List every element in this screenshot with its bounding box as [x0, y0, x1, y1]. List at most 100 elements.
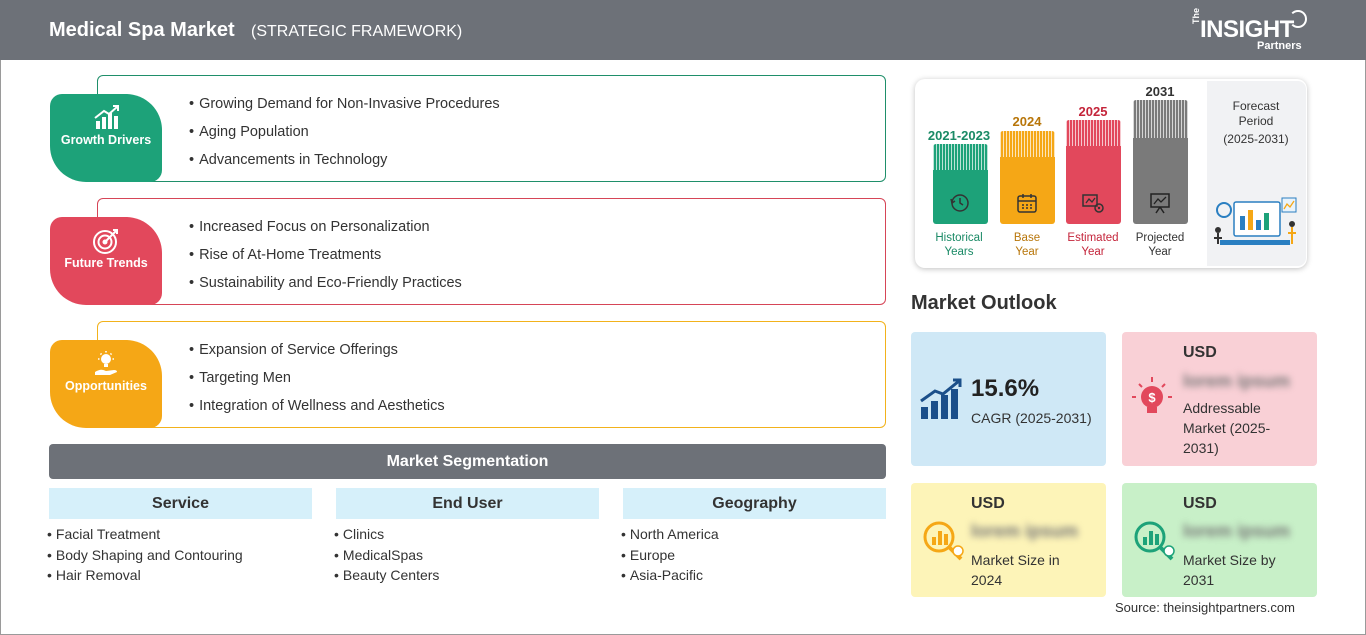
year-label-projected: 2031 — [1145, 84, 1175, 99]
list-item: Rise of At-Home Treatments — [189, 246, 462, 274]
list-item: Facial Treatment — [47, 524, 243, 545]
list-item: North America — [621, 524, 719, 545]
market-outlook-title: Market Outlook — [911, 292, 1057, 314]
svg-text:$: $ — [1148, 390, 1156, 405]
caption-historical: Historical Years — [919, 231, 999, 259]
caption-line: Year — [1015, 246, 1039, 258]
list-item: Targeting Men — [189, 369, 445, 397]
size-2031-currency: USD — [1183, 495, 1217, 512]
size-2031-value: lorem ipsum — [1183, 521, 1291, 541]
market-segmentation-bar: Market Segmentation — [49, 444, 886, 479]
list-item: Beauty Centers — [334, 565, 440, 586]
list-item: Clinics — [334, 524, 439, 545]
segment-list-service: Facial Treatment Body Shaping and Contou… — [47, 524, 243, 586]
caption-line: Projected — [1135, 232, 1185, 244]
target-icon — [93, 229, 118, 254]
page-subtitle: (STRATEGIC FRAMEWORK) — [251, 23, 463, 40]
segment-list-end-user: Clinics MedicalSpas Beauty Centers — [334, 524, 440, 586]
size-2024-value: lorem ipsum — [971, 521, 1079, 541]
analytics-illustration-icon — [1214, 197, 1297, 245]
growth-drivers-badge: Growth Drivers — [50, 94, 162, 182]
future-trends-card: Increased Focus on Personalization Rise … — [97, 198, 886, 305]
growth-drivers-label: Growth Drivers — [60, 133, 152, 147]
bar-chart-growth-icon — [94, 105, 119, 129]
growth-bars-icon — [920, 378, 962, 419]
magnifier-chart-icon — [923, 521, 964, 561]
bar-hatch — [1066, 120, 1121, 146]
addressable-label-1: Addressable — [1183, 400, 1261, 416]
addressable-currency: USD — [1183, 344, 1217, 361]
list-item: Expansion of Service Offerings — [189, 341, 445, 369]
caption-line: Estimated — [1067, 232, 1119, 244]
year-label-estimated: 2025 — [1078, 104, 1108, 119]
future-trends-label: Future Trends — [64, 256, 148, 270]
caption-base: Base Year — [987, 231, 1067, 259]
caption-line: Year — [1148, 246, 1172, 258]
bar-hatch — [1000, 131, 1055, 157]
list-item: MedicalSpas — [334, 545, 439, 566]
bar-hatch — [1133, 100, 1188, 138]
segment-heading-geography: Geography — [623, 488, 886, 519]
addressable-value: lorem ipsum — [1183, 371, 1291, 391]
list-item: Integration of Wellness and Aesthetics — [189, 397, 445, 425]
page-title: Medical Spa Market — [49, 19, 235, 41]
future-trends-list: Increased Focus on Personalization Rise … — [189, 218, 462, 302]
growth-drivers-card: Growing Demand for Non-Invasive Procedur… — [97, 75, 886, 182]
estimate-gears-icon — [1082, 194, 1104, 213]
list-item: Sustainability and Eco-Friendly Practice… — [189, 274, 462, 302]
caption-estimated: Estimated Year — [1053, 231, 1133, 259]
opportunities-badge: Opportunities — [50, 340, 162, 428]
size-2024-label-2: 2024 — [971, 572, 1003, 588]
year-label-base: 2024 — [1012, 114, 1042, 129]
money-lightbulb-icon: $ — [1132, 377, 1172, 413]
cagr-tile: 15.6% CAGR (2025-2031) — [911, 332, 1106, 466]
cagr-value: 15.6% — [971, 375, 1040, 402]
caption-line: Years — [944, 246, 974, 258]
lightbulb-hand-icon — [95, 351, 117, 375]
size-2031-label-1: Market Size by — [1183, 552, 1276, 568]
timeline-bar-projected — [1133, 100, 1188, 224]
future-trends-badge: Future Trends — [50, 217, 162, 305]
forecast-range: (2025-2031) — [1223, 132, 1289, 146]
calendar-icon — [1017, 194, 1037, 213]
logo-swirl-icon — [1289, 10, 1307, 28]
logo-partners: Partners — [1257, 40, 1302, 52]
market-size-2024-tile: USD lorem ipsum Market Size in 2024 — [911, 483, 1106, 597]
history-clock-icon — [950, 194, 969, 212]
logo-insight: INSIGHT — [1200, 16, 1294, 43]
growth-drivers-list: Growing Demand for Non-Invasive Procedur… — [189, 95, 500, 179]
list-item: Aging Population — [189, 123, 500, 151]
size-2024-currency: USD — [971, 495, 1005, 512]
insight-partners-logo[interactable]: The INSIGHT Partners — [1188, 8, 1318, 56]
year-label-historical: 2021-2023 — [927, 128, 991, 143]
opportunities-card: Expansion of Service Offerings Targeting… — [97, 321, 886, 428]
addressable-label-2: Market (2025- — [1183, 420, 1271, 436]
caption-line: Historical — [935, 232, 983, 244]
magnifier-chart-icon — [1134, 521, 1175, 561]
list-item: Hair Removal — [47, 565, 243, 586]
caption-line: Base — [1013, 232, 1041, 244]
addressable-market-tile: USD lorem ipsum $ Addressable Market (20… — [1122, 332, 1317, 466]
source-citation: Source: theinsightpartners.com — [1115, 600, 1295, 615]
cagr-label: CAGR (2025-2031) — [971, 410, 1092, 426]
market-size-2031-tile: USD lorem ipsum Market Size by 2031 — [1122, 483, 1317, 597]
segment-heading-end-user: End User — [336, 488, 599, 519]
list-item: Increased Focus on Personalization — [189, 218, 462, 246]
list-item: Advancements in Technology — [189, 151, 500, 179]
segment-list-geography: North America Europe Asia-Pacific — [621, 524, 719, 586]
addressable-label-3: 2031) — [1183, 440, 1219, 456]
caption-line: Year — [1081, 246, 1105, 258]
size-2024-label-1: Market Size in — [971, 552, 1060, 568]
list-item: Growing Demand for Non-Invasive Procedur… — [189, 95, 500, 123]
presentation-board-icon — [1150, 193, 1170, 214]
size-2031-label-2: 2031 — [1183, 572, 1215, 588]
forecast-label-2: Period — [1238, 114, 1274, 128]
opportunities-list: Expansion of Service Offerings Targeting… — [189, 341, 445, 425]
opportunities-label: Opportunities — [65, 379, 147, 393]
list-item: Europe — [621, 545, 719, 566]
list-item: Asia-Pacific — [621, 565, 719, 586]
header-bar: Medical Spa Market (STRATEGIC FRAMEWORK)… — [0, 0, 1366, 60]
bar-hatch — [933, 144, 988, 170]
segment-heading-service: Service — [49, 488, 312, 519]
forecast-label-1: Forecast — [1232, 99, 1280, 113]
